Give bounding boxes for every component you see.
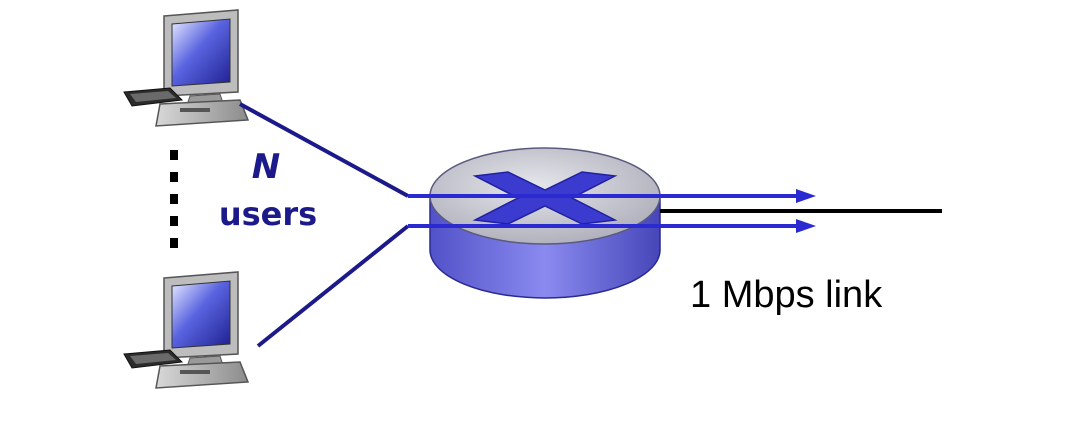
n-label: N [251, 147, 281, 187]
link-capacity-label: 1 Mbps link [690, 274, 883, 316]
router [429, 147, 661, 299]
computer-bottom [123, 271, 250, 389]
access-link-bottom [256, 224, 410, 348]
router-icon [429, 147, 661, 299]
arrowhead-bottom [796, 219, 816, 233]
desktop-computer-icon [123, 271, 250, 389]
access-link-top [239, 102, 409, 198]
vertical-ellipsis [170, 150, 178, 248]
arrowhead-top [796, 189, 816, 203]
computer-top [123, 9, 250, 127]
users-label: users [218, 195, 318, 233]
desktop-computer-icon [123, 9, 250, 127]
